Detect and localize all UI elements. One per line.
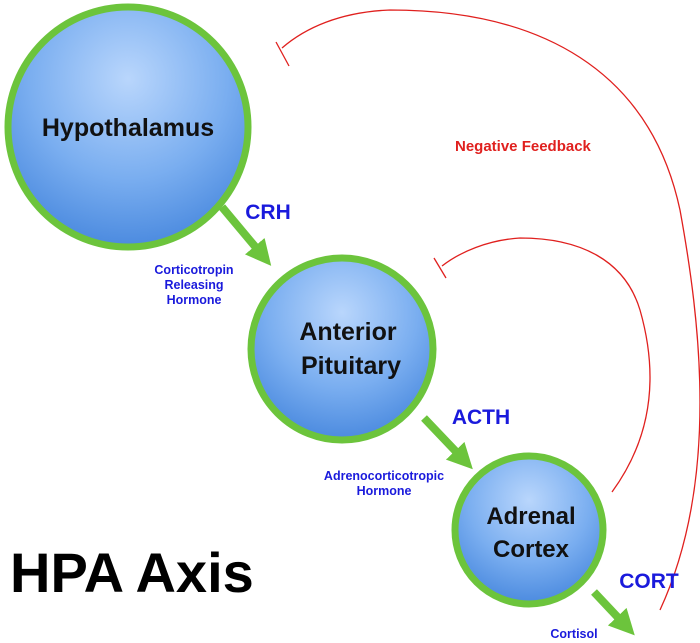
anterior-pituitary-circle — [247, 254, 437, 444]
arrow-pituitary-to-adrenal — [421, 415, 473, 470]
cort-full-line1: Cortisol — [550, 627, 597, 641]
arrow-hypothalamus-to-pituitary — [218, 204, 272, 266]
hypothalamus-label: Hypothalamus — [42, 114, 214, 142]
anterior-pituitary-label-line2: Pituitary — [301, 352, 401, 380]
negative-feedback-label: Negative Feedback — [455, 138, 592, 155]
crh-full-line2: Releasing — [164, 278, 223, 292]
adrenal-cortex-label-line2: Cortex — [493, 536, 570, 563]
hormone-crh: CRH Corticotropin Releasing Hormone — [154, 201, 290, 307]
diagram-title: HPA Axis — [10, 541, 254, 604]
crh-full-line1: Corticotropin — [154, 263, 233, 277]
feedback-curve-to-pituitary — [441, 237, 651, 493]
feedback-inhibit-bar-pituitary — [433, 257, 447, 279]
node-hypothalamus: Hypothalamus — [4, 3, 252, 251]
hormone-cort: CORT Cortisol — [550, 570, 679, 641]
node-anterior-pituitary: Anterior Pituitary — [247, 254, 437, 444]
hypothalamus-circle — [4, 3, 252, 251]
arrow-adrenal-to-cortisol — [591, 589, 635, 636]
anterior-pituitary-label-line1: Anterior — [299, 318, 397, 346]
acth-full-line2: Hormone — [357, 484, 412, 498]
cort-abbr: CORT — [619, 570, 679, 593]
feedback-curve-to-hypothalamus — [281, 9, 700, 611]
adrenal-cortex-label-line1: Adrenal — [486, 503, 575, 530]
stimulation-arrows — [218, 204, 635, 636]
crh-abbr: CRH — [245, 201, 291, 224]
feedback-inhibit-bar-hypothalamus — [275, 41, 290, 67]
negative-feedback-group: Negative Feedback — [275, 9, 700, 611]
crh-full-line3: Hormone — [167, 293, 222, 307]
adrenal-cortex-circle — [451, 452, 607, 608]
node-adrenal-cortex: Adrenal Cortex — [451, 452, 607, 608]
acth-full-line1: Adrenocorticotropic — [324, 469, 444, 483]
hormone-acth: ACTH Adrenocorticotropic Hormone — [324, 406, 510, 498]
acth-abbr: ACTH — [452, 406, 510, 429]
